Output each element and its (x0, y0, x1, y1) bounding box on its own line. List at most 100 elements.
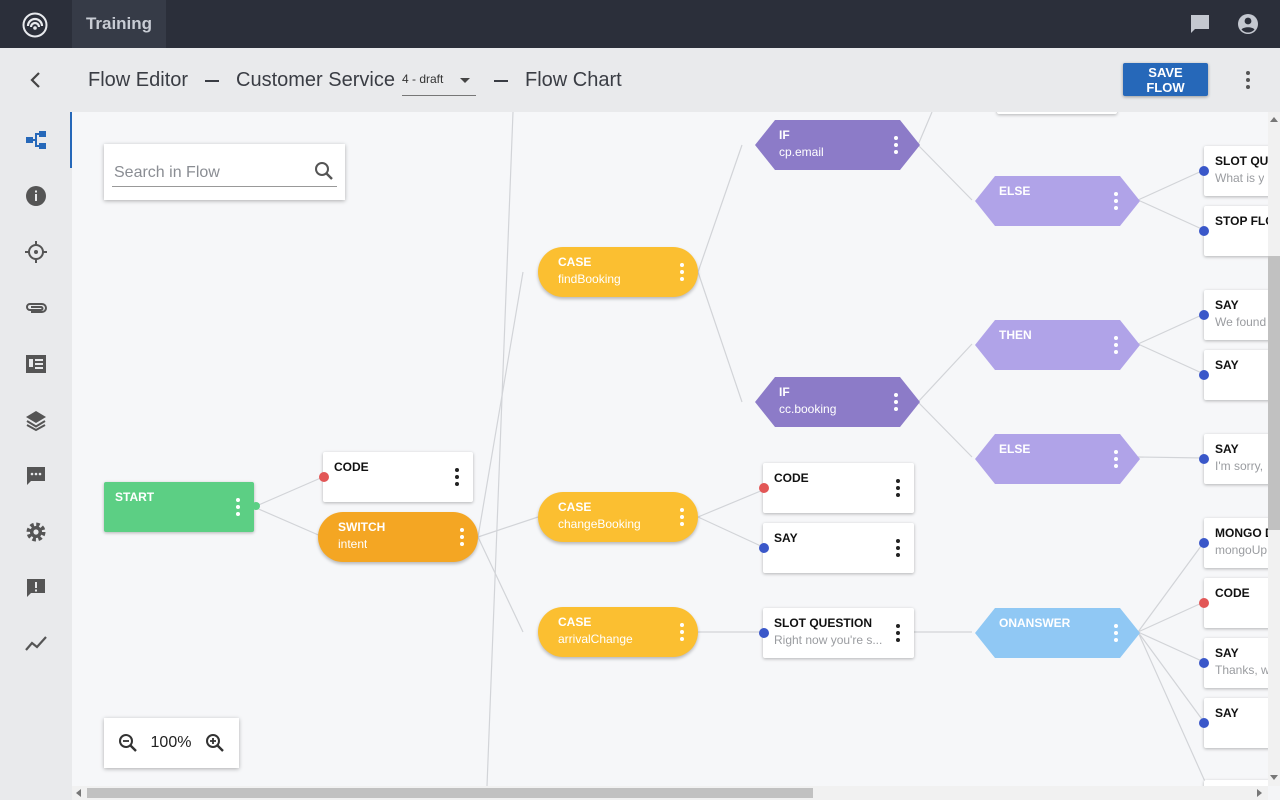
flow-node-partial (997, 112, 1117, 114)
node-menu-icon[interactable] (455, 468, 459, 486)
crosshair-icon[interactable] (24, 240, 48, 264)
flow-search-panel (104, 144, 345, 200)
breadcrumb-editor: Flow Editor (88, 69, 189, 91)
more-vert-icon[interactable] (1236, 68, 1260, 92)
scroll-down-arrow-icon[interactable] (1270, 775, 1278, 780)
analytics-icon[interactable] (24, 632, 48, 656)
node-title: CODE (334, 460, 369, 474)
connector-dot (1199, 538, 1209, 548)
app-tab-training[interactable]: Training (72, 0, 166, 48)
zoom-level: 100% (150, 734, 192, 751)
back-arrow-icon[interactable] (24, 68, 48, 92)
flow-node-say[interactable]: SAY I'm sorry, (1204, 434, 1268, 484)
flow-node-then[interactable]: THEN (975, 320, 1140, 370)
flow-node-switch[interactable]: SWITCH intent (318, 512, 478, 562)
settings-icon[interactable] (24, 520, 48, 544)
chat-icon[interactable] (24, 464, 48, 488)
node-menu-icon[interactable] (896, 624, 900, 642)
flow-node-slot-question[interactable]: SLOT QUESTION Right now you're s... (763, 608, 914, 658)
flow-node-mongo[interactable]: MONGO D mongoUp (1204, 518, 1268, 568)
library-icon[interactable] (24, 352, 48, 376)
flow-node-if-booking[interactable]: IF cc.booking (755, 377, 920, 427)
flow-node-say[interactable]: SAY (763, 523, 914, 573)
top-app-bar: Training (0, 0, 1280, 48)
version-select[interactable]: 4 - draft (402, 70, 476, 96)
save-flow-button[interactable]: SAVE FLOW (1123, 63, 1208, 96)
flow-canvas[interactable]: START CODE SWITCH intent CASE findBookin… (72, 112, 1268, 786)
flow-node-onanswer[interactable]: ONANSWER (975, 608, 1140, 658)
flow-node-case-findbooking[interactable]: CASE findBooking (538, 247, 698, 297)
breadcrumb-project[interactable]: Customer Service (236, 69, 395, 91)
connector-dot (1199, 718, 1209, 728)
node-menu-icon[interactable] (896, 479, 900, 497)
node-title: MONGO D (1215, 526, 1268, 540)
flow-node-case-changebooking[interactable]: CASE changeBooking (538, 492, 698, 542)
messages-icon[interactable] (1188, 12, 1212, 36)
scroll-up-arrow-icon[interactable] (1270, 117, 1278, 122)
flow-icon[interactable] (24, 128, 48, 152)
flow-node-else[interactable]: ELSE (975, 434, 1140, 484)
node-menu-icon[interactable] (1114, 192, 1118, 210)
vertical-scroll-thumb[interactable] (1268, 256, 1280, 530)
flow-node-code[interactable]: CODE (1204, 578, 1268, 628)
flow-node-partial (1204, 780, 1268, 786)
node-menu-icon[interactable] (1114, 624, 1118, 642)
node-menu-icon[interactable] (680, 508, 684, 526)
node-menu-icon[interactable] (680, 623, 684, 641)
account-icon[interactable] (1236, 12, 1260, 36)
node-menu-icon[interactable] (236, 498, 240, 516)
node-title: SAY (774, 531, 798, 545)
horizontal-scroll-thumb[interactable] (87, 788, 813, 798)
logo-icon[interactable] (22, 12, 48, 38)
layers-icon[interactable] (24, 408, 48, 432)
flow-node-say[interactable]: SAY (1204, 698, 1268, 748)
dropdown-caret-icon (460, 78, 470, 83)
node-title: START (115, 490, 155, 504)
search-input[interactable] (112, 160, 312, 186)
editor-header (0, 48, 1280, 112)
feedback-icon[interactable] (24, 576, 48, 600)
node-subtitle: What is y (1215, 171, 1265, 185)
node-menu-icon[interactable] (680, 263, 684, 281)
flow-node-say[interactable]: SAY (1204, 350, 1268, 400)
flow-node-case-arrivalchange[interactable]: CASE arrivalChange (538, 607, 698, 657)
node-menu-icon[interactable] (1114, 336, 1118, 354)
connector-dot (1199, 658, 1209, 668)
zoom-in-icon[interactable] (203, 731, 227, 755)
flow-node-code[interactable]: CODE (323, 452, 473, 502)
paperclip-icon[interactable] (24, 296, 48, 320)
flow-node-code[interactable]: CODE (763, 463, 914, 513)
node-subtitle: intent (338, 537, 368, 551)
node-menu-icon[interactable] (894, 136, 898, 154)
connector-dot (1199, 310, 1209, 320)
node-menu-icon[interactable] (460, 528, 464, 546)
node-menu-icon[interactable] (896, 539, 900, 557)
node-title: CASE (558, 255, 592, 269)
zoom-out-icon[interactable] (116, 731, 140, 755)
connector-dot (759, 628, 769, 638)
scroll-left-arrow-icon[interactable] (76, 789, 81, 797)
flow-node-if-email[interactable]: IF cp.email (755, 120, 920, 170)
flow-node-say[interactable]: SAY Thanks, w (1204, 638, 1268, 688)
left-sidebar (0, 112, 72, 800)
search-underline (112, 186, 337, 187)
flow-node-slot-question[interactable]: SLOT QUI What is y (1204, 146, 1268, 196)
node-menu-icon[interactable] (1114, 450, 1118, 468)
node-title: ELSE (999, 184, 1031, 198)
connector-dot (1199, 454, 1209, 464)
flow-connectors (253, 112, 1208, 786)
node-title: CODE (1215, 586, 1250, 600)
flow-node-else[interactable]: ELSE (975, 176, 1140, 226)
breadcrumb-separator (205, 80, 219, 82)
node-subtitle: We found (1215, 315, 1267, 329)
node-title: CASE (558, 615, 592, 629)
node-title: THEN (999, 328, 1032, 342)
flow-node-stop-flow[interactable]: STOP FLO (1204, 206, 1268, 256)
flow-node-say[interactable]: SAY We found (1204, 290, 1268, 340)
scroll-right-arrow-icon[interactable] (1257, 789, 1262, 797)
flow-node-start[interactable]: START (104, 482, 254, 532)
node-subtitle: I'm sorry, (1215, 459, 1264, 473)
info-icon[interactable] (24, 184, 48, 208)
node-menu-icon[interactable] (894, 393, 898, 411)
search-icon[interactable] (312, 159, 336, 183)
